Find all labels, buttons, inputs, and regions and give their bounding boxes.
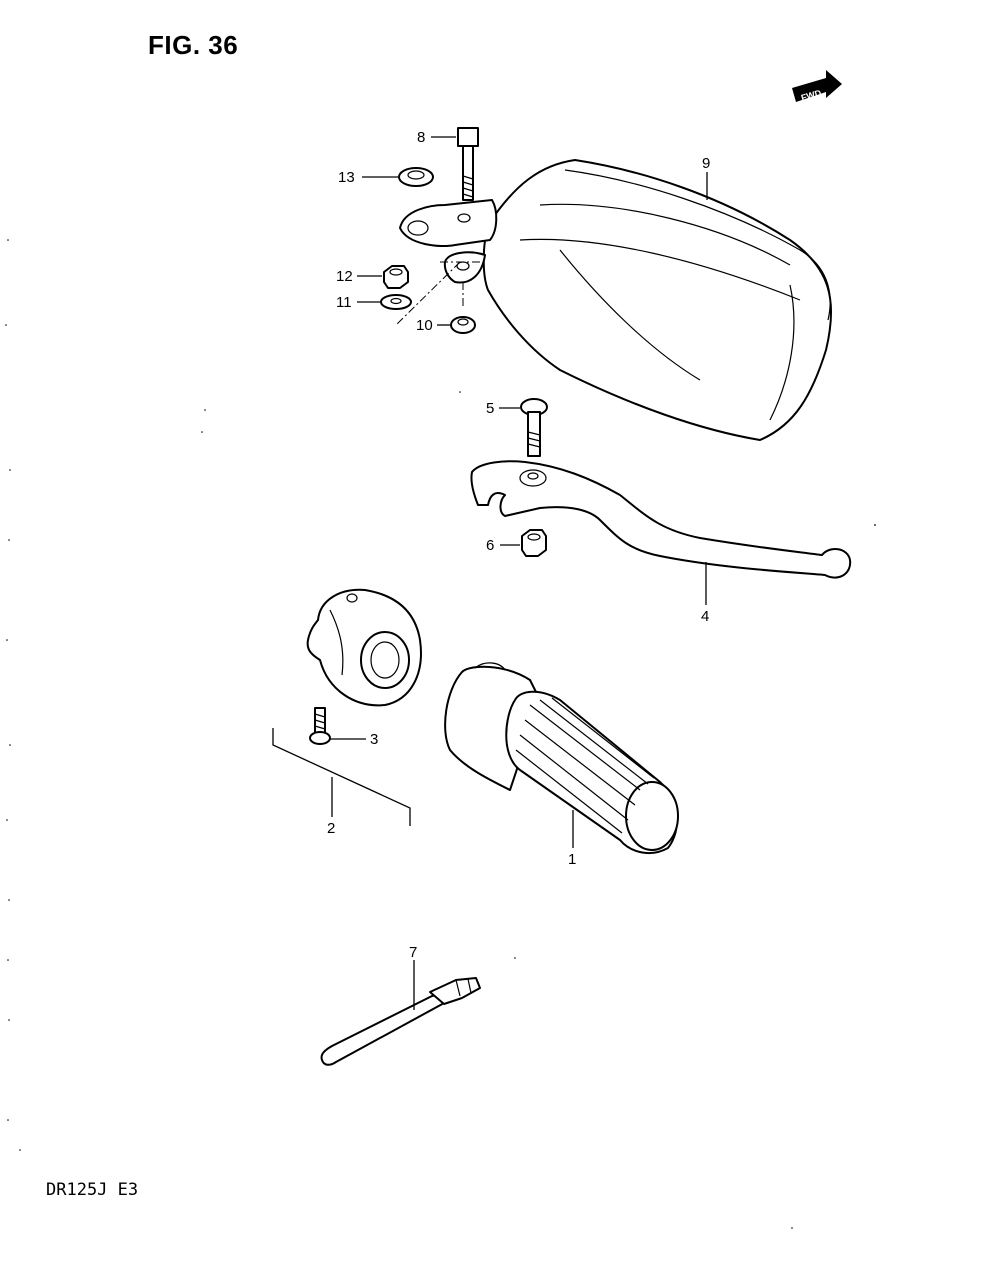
scan-noise-marks xyxy=(5,239,876,1229)
callout-8: 8 xyxy=(417,129,456,146)
callout-label: 4 xyxy=(701,608,709,625)
figure-title: FIG. 36 xyxy=(148,30,239,60)
callout-label: 10 xyxy=(416,317,433,334)
callout-label: 13 xyxy=(338,169,355,186)
washer-icon xyxy=(380,294,412,310)
callout-10: 10 xyxy=(416,317,450,334)
switch-housing-assembly-icon xyxy=(306,588,422,707)
hand-guard-icon xyxy=(399,159,833,441)
callout-label: 8 xyxy=(417,129,425,146)
callout-11: 11 xyxy=(336,294,380,311)
nut-icon xyxy=(450,316,476,334)
washer-icon xyxy=(398,167,434,187)
screw-icon xyxy=(309,707,331,745)
callout-1: 1 xyxy=(568,810,576,868)
callout-label: 1 xyxy=(568,851,576,868)
callout-6: 6 xyxy=(486,537,520,554)
model-code: DR125J E3 xyxy=(46,1180,139,1200)
callout-9: 9 xyxy=(702,155,710,200)
callout-label: 12 xyxy=(336,268,353,285)
callout-label: 9 xyxy=(702,155,710,172)
nut-icon xyxy=(383,265,409,289)
nut-icon xyxy=(521,529,547,557)
callout-13: 13 xyxy=(338,169,398,186)
callout-2: 2 xyxy=(272,728,411,837)
bolt-icon xyxy=(520,398,548,457)
bolt-icon xyxy=(457,127,479,201)
callout-label: 11 xyxy=(336,294,352,311)
callout-label: 3 xyxy=(370,731,378,748)
callout-label: 5 xyxy=(486,400,494,417)
callout-label: 2 xyxy=(327,820,335,837)
cable-tie-icon xyxy=(320,977,481,1066)
lever-icon xyxy=(470,460,852,579)
handlebar-grip-icon xyxy=(444,662,679,855)
callout-7: 7 xyxy=(409,944,417,1010)
callout-3: 3 xyxy=(330,731,378,748)
callout-5: 5 xyxy=(486,400,520,417)
callout-label: 7 xyxy=(409,944,417,961)
callout-12: 12 xyxy=(336,268,382,285)
forward-direction-arrow-icon: FWD xyxy=(792,70,842,103)
callout-4: 4 xyxy=(701,562,709,625)
callout-label: 6 xyxy=(486,537,494,554)
